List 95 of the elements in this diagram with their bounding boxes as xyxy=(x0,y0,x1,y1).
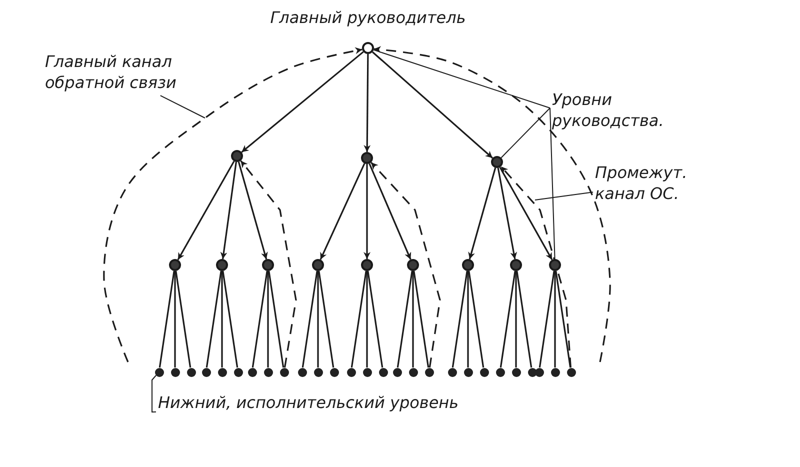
connector-line xyxy=(467,271,469,368)
arrow xyxy=(241,51,364,153)
node-circle xyxy=(362,368,372,376)
connector-line xyxy=(516,270,532,368)
node-circle xyxy=(407,259,419,271)
connector-line xyxy=(206,270,222,368)
arrow xyxy=(468,168,496,260)
node-circle xyxy=(234,368,242,376)
connector-line xyxy=(222,270,238,368)
node-circle xyxy=(566,368,576,376)
connector-line xyxy=(412,271,414,368)
connector-line xyxy=(350,270,367,368)
arrow xyxy=(499,166,553,260)
connector-line xyxy=(538,270,555,368)
leader-line xyxy=(550,108,556,260)
node-circle xyxy=(262,259,274,271)
arrow xyxy=(320,163,366,260)
leader-line xyxy=(373,49,550,108)
node-circle xyxy=(314,368,322,376)
node-circle xyxy=(462,259,474,271)
node-circle xyxy=(330,368,338,376)
feedback-arrow xyxy=(500,166,572,368)
feedback-arrow xyxy=(103,47,362,362)
connector-line xyxy=(252,270,268,368)
feedback-arrow xyxy=(370,162,441,368)
node-circle xyxy=(549,259,561,271)
connector-line xyxy=(302,270,318,368)
arrow xyxy=(372,51,494,159)
node-circle xyxy=(216,259,228,271)
leader-line xyxy=(500,108,550,158)
connector-line xyxy=(158,270,175,368)
node-circle xyxy=(264,368,272,376)
connector-line xyxy=(221,271,223,368)
connector-line xyxy=(452,270,468,368)
node-circle xyxy=(378,368,388,376)
node-circle xyxy=(218,368,226,376)
callout-text: Уровни руководства. xyxy=(552,90,682,132)
feedback-arrow xyxy=(240,160,297,368)
node-circle xyxy=(169,259,181,271)
node-circle xyxy=(550,368,560,376)
connector-line xyxy=(555,270,572,368)
node-circle xyxy=(534,368,544,376)
connector-line xyxy=(174,271,176,368)
connector-line xyxy=(267,271,269,368)
connector-line xyxy=(175,270,192,368)
connector-line xyxy=(515,271,517,368)
connector-line xyxy=(366,271,368,368)
leader-line xyxy=(534,192,594,200)
callout-text: Нижний, исполнительский уровень xyxy=(158,393,558,414)
feedback-arrow xyxy=(374,46,611,362)
node-circle xyxy=(408,368,418,376)
connector-line xyxy=(413,270,430,368)
arrow xyxy=(364,54,371,152)
connector-line xyxy=(468,270,484,368)
node-circle xyxy=(448,368,456,376)
node-circle xyxy=(170,368,180,376)
arrow xyxy=(177,160,235,260)
node-circle xyxy=(202,368,210,376)
node-circle xyxy=(312,259,324,271)
arrow xyxy=(364,164,370,259)
arrow xyxy=(220,162,237,260)
node-circle xyxy=(186,368,196,376)
connector-line xyxy=(318,270,334,368)
node-circle xyxy=(248,368,256,376)
node-circle xyxy=(480,368,488,376)
node-circle xyxy=(491,156,503,168)
node-circle xyxy=(346,368,356,376)
node-circle xyxy=(231,150,243,162)
node-circle xyxy=(280,368,288,376)
callout-text: Промежут. канал ОС. xyxy=(595,163,715,205)
connector-line xyxy=(317,271,319,368)
connector-line xyxy=(500,270,516,368)
node-circle xyxy=(298,368,306,376)
arrow xyxy=(238,162,268,260)
node-circle xyxy=(512,368,520,376)
leader-line xyxy=(160,95,206,118)
node-circle xyxy=(510,259,522,271)
node-circle xyxy=(362,42,374,54)
node-label: Главный руководитель xyxy=(270,8,466,27)
node-circle xyxy=(424,368,434,376)
node-circle xyxy=(361,259,373,271)
node-circle xyxy=(392,368,402,376)
connector-line xyxy=(554,271,556,368)
node-circle xyxy=(496,368,504,376)
arrow xyxy=(368,163,412,260)
node-circle xyxy=(464,368,472,376)
node-circle xyxy=(361,152,373,164)
node-circle xyxy=(528,368,536,376)
connector-line xyxy=(396,270,413,368)
node-circle xyxy=(154,368,164,376)
callout-text: Главный канал обратной связи xyxy=(45,52,185,94)
connector-line xyxy=(367,270,384,368)
connector-line xyxy=(268,270,284,368)
leader-line xyxy=(152,374,157,413)
arrow xyxy=(497,168,518,260)
